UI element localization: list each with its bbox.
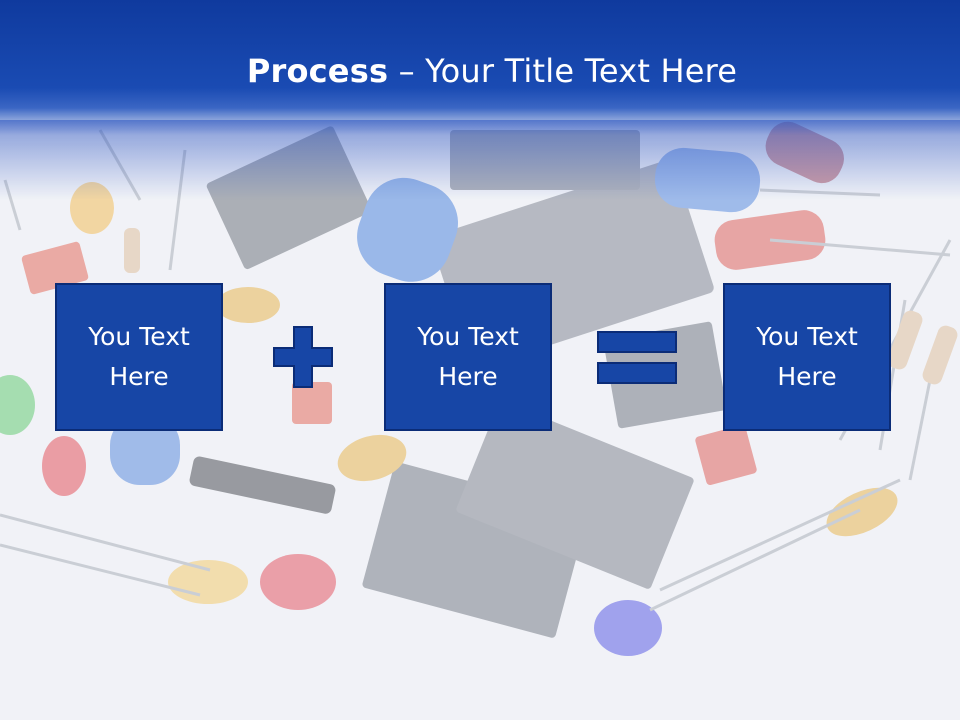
process-box-1[interactable]: You Text Here bbox=[55, 283, 223, 431]
slide-title[interactable]: Process – Your Title Text Here bbox=[0, 52, 960, 90]
equals-icon bbox=[597, 331, 677, 384]
process-box-2-label: You Text Here bbox=[417, 322, 519, 391]
title-bar-fade bbox=[0, 120, 960, 200]
process-box-3-label: You Text Here bbox=[756, 322, 858, 391]
process-box-3[interactable]: You Text Here bbox=[723, 283, 891, 431]
process-box-1-label: You Text Here bbox=[88, 322, 190, 391]
plus-icon bbox=[273, 326, 333, 388]
slide-title-rest: – Your Title Text Here bbox=[388, 52, 738, 90]
slide-title-bold: Process bbox=[246, 52, 389, 90]
title-bar bbox=[0, 0, 960, 135]
process-box-2[interactable]: You Text Here bbox=[384, 283, 552, 431]
